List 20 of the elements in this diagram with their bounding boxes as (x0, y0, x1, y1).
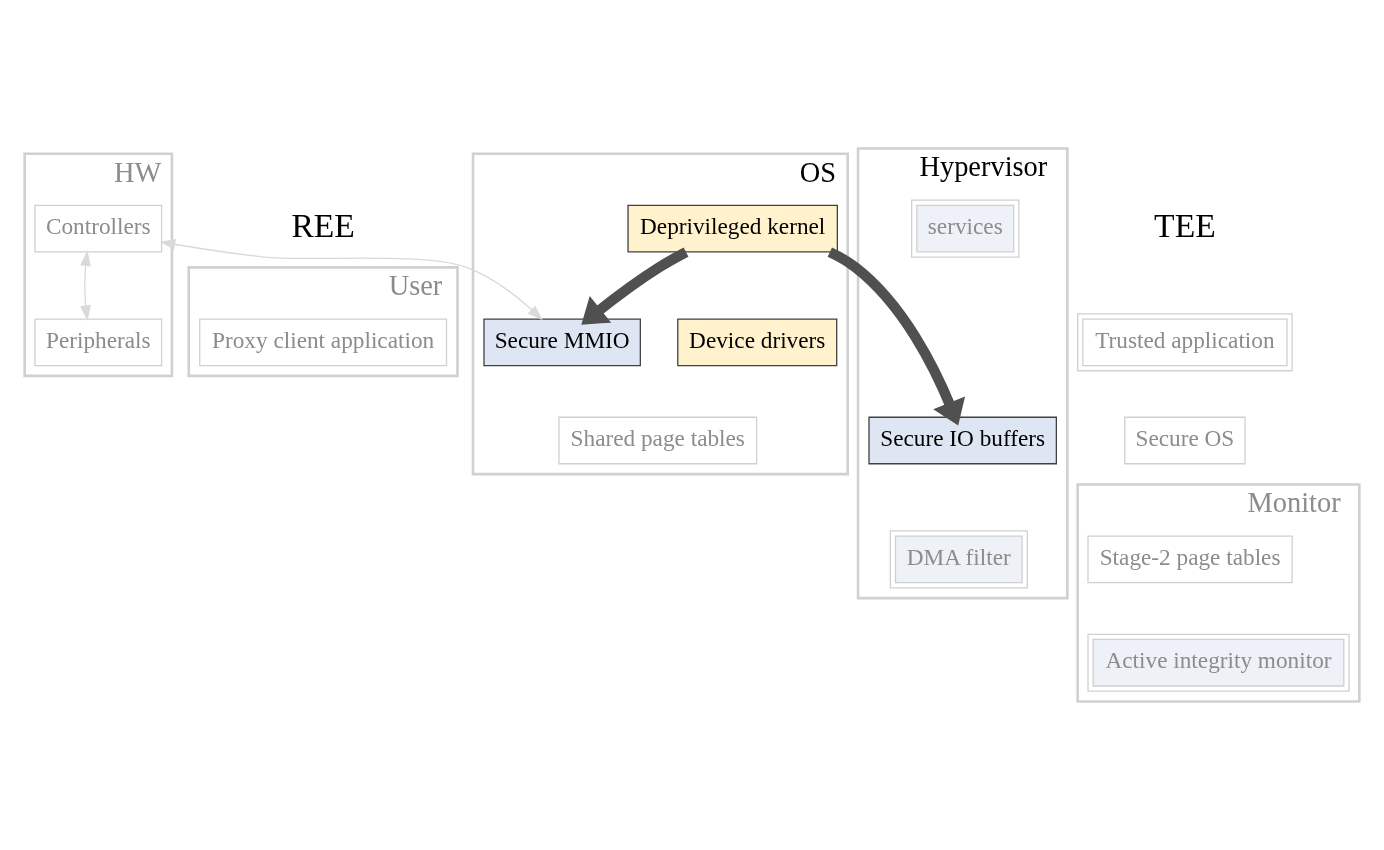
arrow (827, 247, 966, 426)
node-box: Trusted application (1077, 313, 1293, 372)
label: TEE (1154, 206, 1216, 244)
node-box: Secure IO buffers (868, 416, 1057, 465)
node-box: Proxy client application (199, 318, 448, 367)
node-box: Stage-2 page tables (1087, 535, 1293, 584)
node-box: services (911, 199, 1020, 258)
node-box: Active integrity monitor (1087, 633, 1350, 692)
arrow (159, 238, 543, 321)
node-box: Shared page tables (558, 416, 758, 465)
node-box: Device drivers (677, 318, 838, 367)
arrow (581, 247, 689, 325)
node-box: Controllers (34, 204, 163, 253)
label: REE (291, 206, 355, 244)
node-box: Secure MMIO (483, 318, 641, 367)
node-box: Peripherals (34, 318, 163, 367)
arrow (80, 250, 91, 321)
node-box: Secure OS (1124, 416, 1246, 465)
node-box: DMA filter (889, 530, 1028, 589)
node-box: Deprivileged kernel (627, 204, 838, 253)
